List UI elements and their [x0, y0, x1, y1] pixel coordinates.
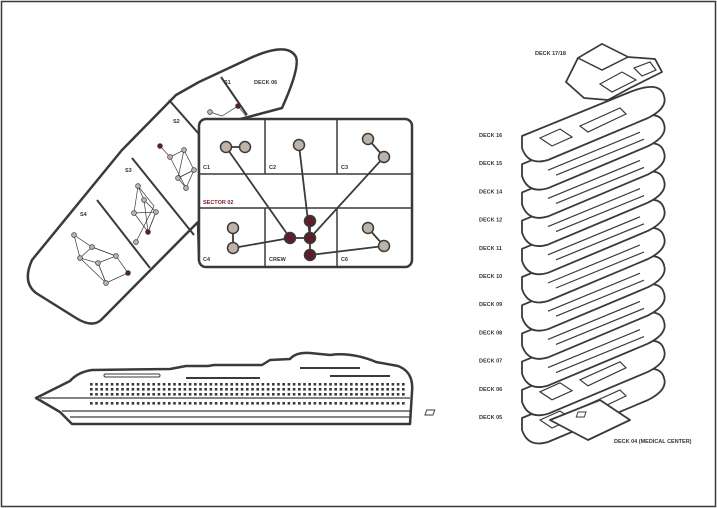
- section-label-s1: S1: [224, 80, 231, 86]
- deck-label: DECK 16: [479, 133, 502, 139]
- section-label-s2: S2: [173, 119, 180, 125]
- deck-label: DECK 11: [479, 246, 502, 252]
- deck-label: DECK 05: [479, 415, 502, 421]
- cell-label-c4: C4: [203, 257, 211, 263]
- network-s4-nodes: [71, 232, 131, 286]
- cell-label-c2: C2: [269, 165, 276, 171]
- network-s2-nodes: [157, 143, 197, 191]
- section-divider: [220, 76, 248, 116]
- sector-panel: C1 C2 C3 SECTOR 02 C4 CREW C6: [197, 117, 414, 269]
- ship-hull-outline: [34, 351, 414, 426]
- cell-label-c3: C3: [341, 165, 348, 171]
- cell-label-crew: CREW: [269, 257, 287, 263]
- network-s3: [133, 185, 157, 243]
- deck-layers: [521, 86, 666, 445]
- cell-label-c6: C6: [341, 257, 348, 263]
- deck-label: DECK 08: [479, 330, 502, 336]
- deck-labels: DECK 05 DECK 06 DECK 07 DECK 08 DECK 09 DECK …: [479, 133, 503, 421]
- sector-label: SECTOR 02: [203, 200, 233, 206]
- deck-label: DECK 07: [479, 359, 502, 365]
- deck-label: DECK 14: [479, 189, 503, 195]
- deck-label: DECK 15: [479, 161, 502, 167]
- ship-profile: [34, 351, 414, 426]
- ship-windows: [90, 383, 405, 405]
- deck-label: DECK 10: [479, 274, 502, 280]
- deck-label: DECK 09: [479, 302, 502, 308]
- deck-04-outline: [549, 399, 631, 441]
- deck-plan-label: DECK 06: [254, 80, 277, 86]
- deck-stack: DECK 17/18 DECK 04 (MEDICAL CENTER) DECK…: [424, 43, 692, 445]
- network-s3-nodes: [131, 183, 159, 245]
- section-divider: [131, 157, 195, 236]
- network-s1-nodes: [207, 103, 241, 115]
- section-label-s4: S4: [80, 212, 88, 218]
- deck-label-17-18: DECK 17/18: [535, 51, 566, 57]
- section-label-s3: S3: [125, 168, 132, 174]
- deck-label-04: DECK 04 (MEDICAL CENTER): [614, 439, 692, 445]
- deck-label: DECK 12: [479, 218, 502, 224]
- deck-label: DECK 06: [479, 387, 502, 393]
- cell-label-c1: C1: [203, 165, 210, 171]
- section-divider: [96, 199, 151, 269]
- sector-nodes: [219, 132, 391, 262]
- deck-layer: [521, 86, 666, 163]
- network-s1: [209, 105, 247, 117]
